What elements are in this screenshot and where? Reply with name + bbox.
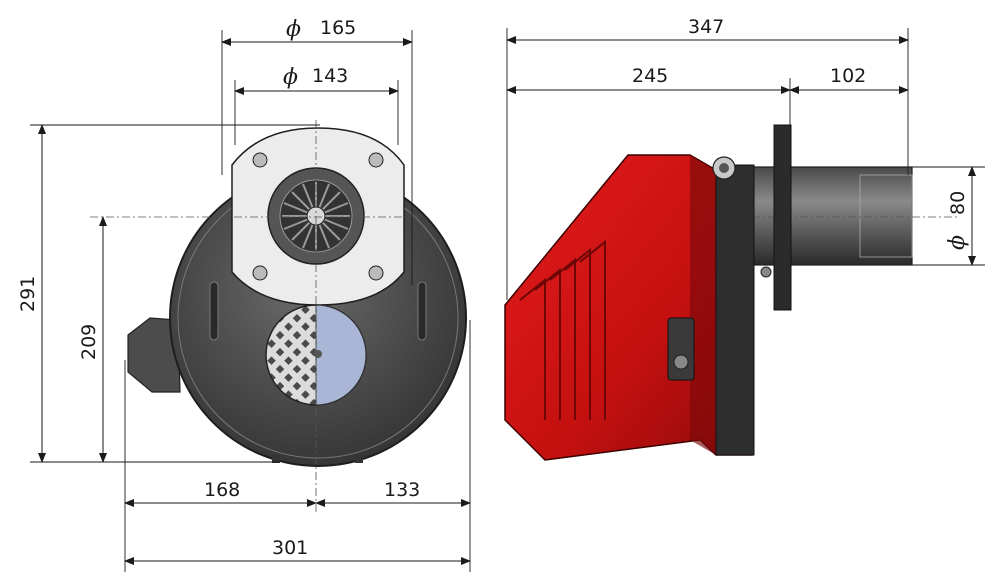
label-overall-height-291: 291 <box>17 276 39 312</box>
label-center-height-209: 209 <box>78 324 100 360</box>
mounting-flange <box>760 124 792 311</box>
dimension-lines <box>30 28 985 572</box>
phi-143-symbol: ϕ <box>283 65 298 90</box>
label-body-length-245: 245 <box>632 65 668 87</box>
label-tube-length-102: 102 <box>830 65 866 87</box>
label-tube-diameter-80: 80 <box>947 191 969 215</box>
front-view <box>90 120 467 512</box>
label-right-offset-133: 133 <box>384 479 420 501</box>
label-diameter-143: 143 <box>312 65 348 87</box>
label-diameter-165: 165 <box>320 17 356 39</box>
label-left-offset-168: 168 <box>204 479 240 501</box>
burner-body-red <box>504 154 755 461</box>
dimension-labels: ϕ 165 ϕ 143 347 245 102 ϕ 80 291 209 168… <box>17 16 970 559</box>
label-overall-width-301: 301 <box>272 537 308 559</box>
label-overall-length-347: 347 <box>688 16 724 38</box>
phi-165-symbol: ϕ <box>286 17 301 42</box>
side-view <box>504 124 960 461</box>
phi-80-symbol: ϕ <box>945 235 970 250</box>
